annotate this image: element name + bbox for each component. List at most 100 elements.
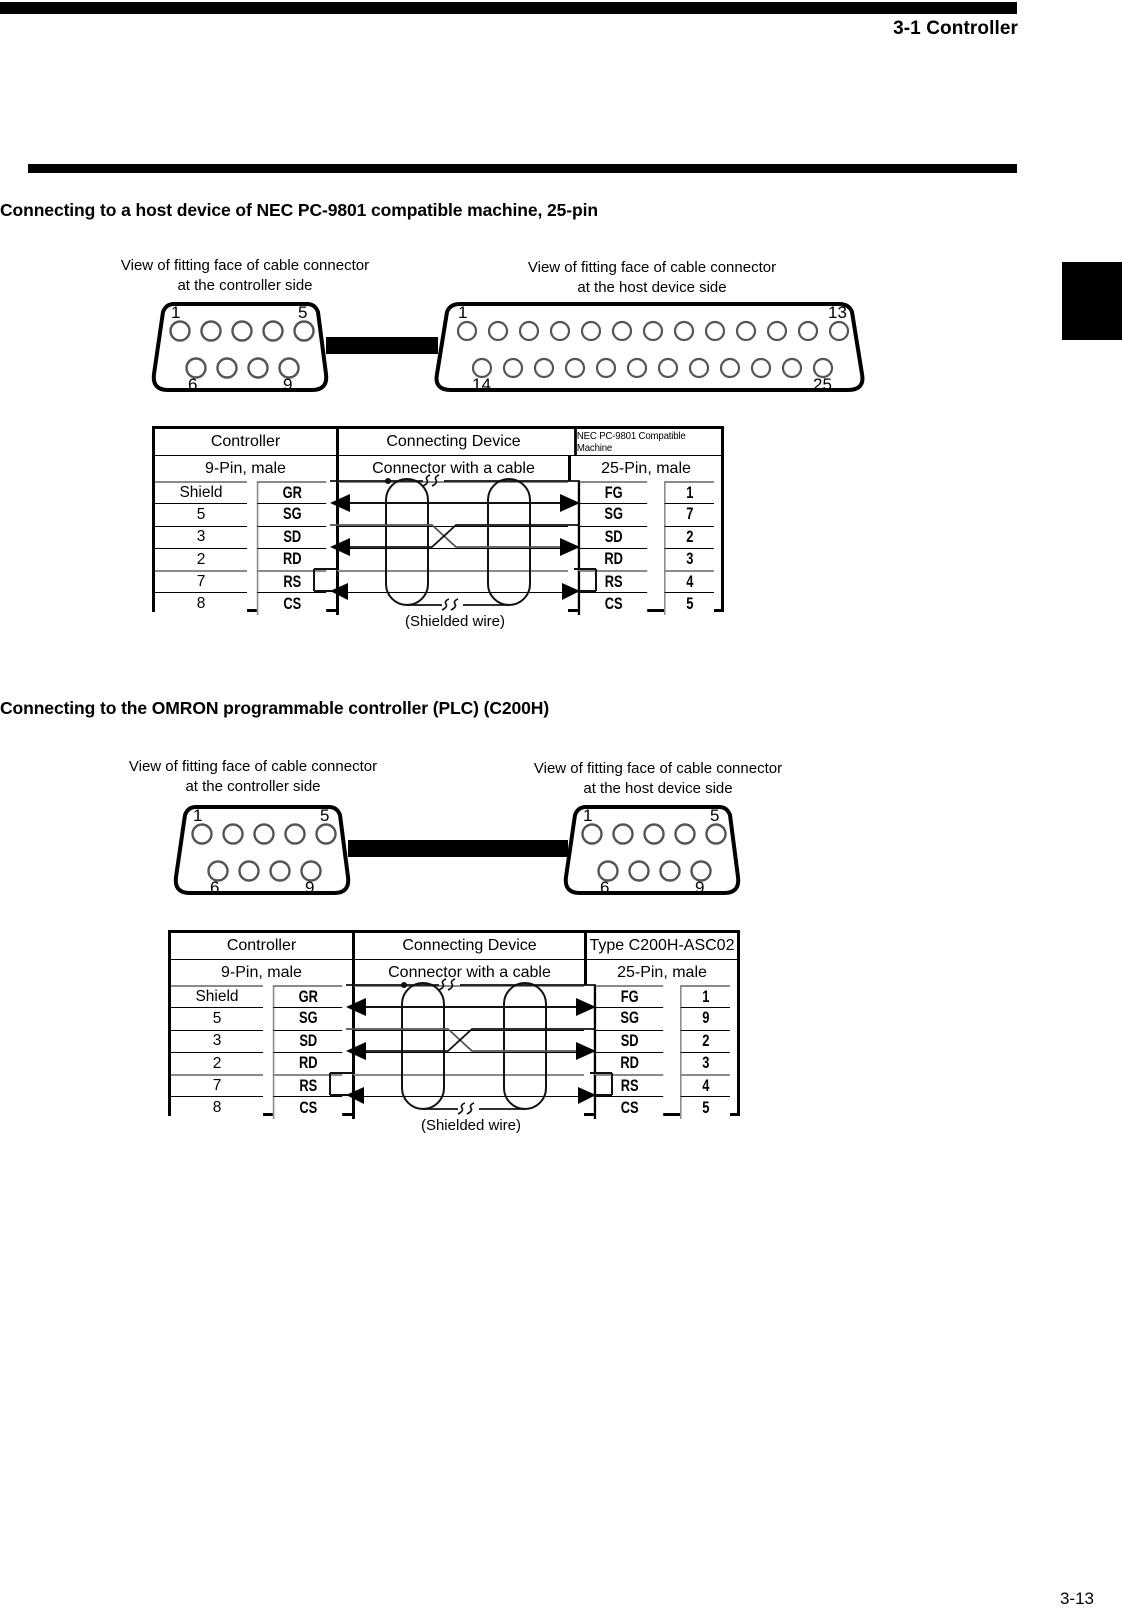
cell-host-pin: 2	[680, 1029, 730, 1052]
cell-wire-gap	[352, 1051, 584, 1075]
cell-host-sig: RS	[577, 570, 648, 593]
cell-host-sig: SD	[593, 1029, 664, 1052]
caption-host-side-2: View of fitting face of cable connector …	[522, 759, 794, 798]
caption-line-1: View of fitting face of cable connector	[128, 758, 378, 775]
caption-line-1: View of fitting face of cable connector	[533, 760, 783, 777]
cell-ctrl-pin: 7	[155, 570, 247, 593]
cell-wire-gap	[352, 1074, 584, 1097]
cell-wire-gap	[352, 1096, 584, 1119]
pin-label-bottom-left: 14	[472, 375, 491, 394]
cable-trunk-1	[326, 337, 438, 354]
cell-ctrl-sig: RD	[272, 1051, 343, 1075]
cell-ctrl-pin: 7	[171, 1074, 263, 1097]
caption-controller-side-1: View of fitting face of cable connector …	[110, 256, 380, 295]
cell-wire-gap	[352, 1029, 584, 1052]
cell-host-sig: SD	[577, 525, 648, 548]
connector-db9-host-2: 1 5 6 9	[563, 803, 744, 897]
pin-label-top-left: 1	[193, 806, 203, 825]
cell-host-sig: RS	[593, 1074, 664, 1097]
cell-ctrl-pin: 8	[171, 1096, 263, 1119]
cell-host-sig: CS	[577, 592, 648, 615]
cell-ctrl-sig: RS	[256, 570, 327, 593]
pin-label-top-right: 5	[320, 806, 330, 825]
cell-host-sig: FG	[593, 985, 664, 1008]
pin-label-bottom-right: 9	[695, 878, 705, 897]
th-host-device: Type C200H-ASC02	[584, 933, 737, 959]
cable-schematic-nec	[313, 474, 597, 612]
caption-line-1: View of fitting face of cable connector	[527, 259, 777, 276]
th-connecting-device: Connecting Device	[352, 933, 584, 959]
cell-wire-gap	[336, 592, 568, 615]
cell-ctrl-pin: 5	[171, 1007, 263, 1030]
pin-label-top-left: 1	[458, 303, 468, 322]
th-controller: Controller	[155, 429, 336, 455]
cell-host-pin: 4	[664, 570, 714, 593]
shielded-wire-note-1: (Shielded wire)	[404, 613, 506, 630]
caption-controller-side-2: View of fitting face of cable connector …	[118, 757, 388, 796]
cell-ctrl-sig: RS	[272, 1074, 343, 1097]
cell-ctrl-pin: 2	[171, 1051, 263, 1075]
pin-label-bottom-right: 25	[813, 375, 832, 394]
cell-ctrl-sig: GR	[256, 481, 327, 504]
caption-line-2: at the host device side	[577, 278, 727, 296]
cable-schematic-omron	[329, 978, 613, 1116]
cell-ctrl-sig: RD	[256, 547, 327, 571]
th-connecting-device: Connecting Device	[336, 429, 568, 455]
cell-host-sig: FG	[577, 481, 648, 504]
pin-label-top-left: 1	[171, 303, 181, 322]
cell-ctrl-pin: Shield	[171, 985, 263, 1008]
cell-ctrl-pin: 3	[171, 1029, 263, 1052]
cell-wire-gap	[352, 985, 584, 1008]
pin-label-bottom-right: 9	[305, 878, 315, 897]
pin-label-top-right: 5	[710, 806, 720, 825]
pin-label-top-left: 1	[583, 806, 593, 825]
th-connecting-device-sub: Connector with a cable	[336, 455, 568, 481]
pin-label-top-right: 13	[828, 303, 847, 322]
connector-db9-controller-1: 1 5 6 9	[151, 300, 332, 394]
cell-host-pin: 1	[664, 481, 714, 504]
cell-host-pin: 5	[680, 1096, 730, 1119]
section-heading-omron: Connecting to the OMRON programmable con…	[0, 698, 550, 718]
caption-line-2: at the controller side	[177, 276, 313, 294]
cell-host-pin: 4	[680, 1074, 730, 1097]
cell-ctrl-sig: SD	[272, 1029, 343, 1052]
cell-ctrl-sig: CS	[256, 592, 327, 615]
cell-wire-gap	[336, 525, 568, 548]
header-rule-top	[0, 2, 1017, 14]
cell-ctrl-sig: CS	[272, 1096, 343, 1119]
th-controller-sub: 9-Pin, male	[171, 959, 352, 985]
pin-label-bottom-left: 6	[210, 878, 220, 897]
running-head: 3-1 Controller	[893, 18, 1018, 39]
connector-db25-host-1: 1 13 14 25	[434, 300, 866, 394]
cell-host-pin: 1	[680, 985, 730, 1008]
cell-wire-gap	[336, 570, 568, 593]
cell-ctrl-sig: SD	[256, 525, 327, 548]
shielded-wire-note-2: (Shielded wire)	[420, 1117, 522, 1134]
page-number: 3-13	[1059, 1589, 1094, 1608]
header-rule-second	[28, 164, 1017, 173]
th-connecting-device-sub: Connector with a cable	[352, 959, 584, 985]
cell-ctrl-sig: GR	[272, 985, 343, 1008]
cell-wire-gap	[336, 547, 568, 571]
th-host-device-sub: 25-Pin, male	[568, 455, 721, 481]
cable-trunk-2	[348, 840, 568, 857]
cell-ctrl-sig: SG	[256, 503, 327, 526]
caption-line-2: at the controller side	[185, 777, 321, 795]
pin-label-bottom-left: 6	[600, 878, 610, 897]
th-host-device-sub: 25-Pin, male	[584, 959, 737, 985]
cell-host-pin: 3	[680, 1051, 730, 1075]
cell-ctrl-pin: 5	[155, 503, 247, 526]
pin-label-top-right: 5	[298, 303, 308, 322]
caption-line-2: at the host device side	[583, 779, 733, 797]
cell-ctrl-sig: SG	[272, 1007, 343, 1030]
cell-ctrl-pin: 3	[155, 525, 247, 548]
cell-host-sig: RD	[577, 547, 648, 571]
chapter-thumb-tab	[1062, 262, 1122, 340]
cell-host-pin: 2	[664, 525, 714, 548]
cell-host-pin: 3	[664, 547, 714, 571]
cell-ctrl-pin: Shield	[155, 481, 247, 504]
cell-host-sig: SG	[577, 503, 648, 526]
wiring-table-omron: Controller Connecting Device Type C200H-…	[168, 930, 740, 1119]
pin-label-bottom-left: 6	[188, 375, 198, 394]
